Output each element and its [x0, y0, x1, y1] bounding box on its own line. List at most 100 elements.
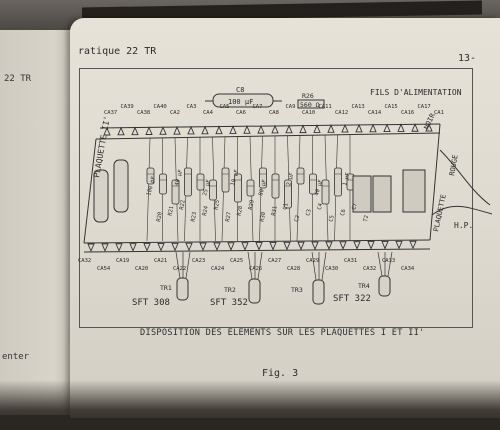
component-body — [209, 179, 217, 201]
component-lead — [259, 136, 263, 242]
transistor-label: TR2 — [224, 286, 236, 294]
terminal-lug-bottom — [101, 243, 109, 253]
top-terminal-label: CA11 — [319, 104, 332, 110]
top-terminal-label: CA12 — [335, 110, 348, 116]
figure-number: Fig. 3 — [262, 368, 299, 379]
top-terminal-label: CA6 — [236, 110, 246, 116]
component-body — [184, 167, 192, 197]
component-body — [196, 173, 205, 191]
terminal-lug-bottom — [241, 242, 249, 251]
component-label: C2 — [294, 215, 301, 223]
component-label: C4 — [317, 202, 324, 210]
bottom-terminal-label: CA29 — [306, 258, 319, 264]
terminal-lug-bottom — [339, 241, 347, 250]
resistor-r26 — [297, 99, 325, 109]
terminal-lug-top — [215, 125, 223, 135]
transformer-t2 — [402, 169, 426, 213]
top-terminal-label: CA2 — [170, 110, 180, 116]
terminal-lug-top — [187, 125, 195, 135]
electrolytic-cap-left-2 — [113, 159, 129, 213]
upper-terminal-strip — [99, 123, 441, 129]
component-body — [259, 167, 267, 189]
bottom-terminal-label: CA30 — [325, 266, 338, 272]
bottom-terminal-label: CA19 — [116, 258, 129, 264]
top-terminal-label: CA5 — [220, 104, 230, 110]
bottom-terminal-label: CA26 — [249, 266, 262, 272]
terminal-lug-top — [313, 124, 321, 133]
transistor-tr4 — [378, 275, 391, 297]
terminal-lug-top — [341, 123, 349, 133]
terminal-lug-bottom — [395, 240, 403, 250]
running-head: ratique 22 TR — [78, 46, 157, 57]
component-value-label: 10 µF — [230, 169, 240, 187]
bottom-terminal-label: CA22 — [173, 266, 186, 272]
lower-terminal-strip — [83, 239, 431, 244]
component-body — [234, 173, 242, 203]
terminal-lug-bottom — [353, 241, 361, 250]
terminal-lug-bottom — [255, 242, 263, 251]
component-value-label: 40 µF — [174, 169, 184, 187]
terminal-lug-bottom — [367, 241, 375, 250]
top-terminal-label: CA16 — [401, 110, 414, 116]
transistor-label: TR3 — [291, 286, 303, 294]
terminal-lug-bottom — [129, 243, 137, 252]
terminal-lug-bottom — [199, 242, 207, 252]
terminal-lug-top — [229, 125, 237, 134]
rouge-label: ROUGE — [448, 154, 460, 176]
left-page: 22 TR enter — [0, 30, 78, 415]
top-terminal-label: CA37 — [104, 110, 117, 116]
bottom-terminal-label: CA23 — [192, 258, 205, 264]
component-body — [271, 173, 280, 199]
terminal-lug-bottom — [213, 242, 221, 252]
top-terminal-label: CA13 — [352, 104, 365, 110]
top-terminal-label: CA7 — [253, 104, 263, 110]
c8-label: C8 — [236, 86, 244, 94]
component-label: R23 — [191, 212, 199, 223]
r26-value: 560 Ω — [300, 101, 320, 109]
terminal-lug-bottom — [171, 242, 179, 252]
terminal-lug-bottom — [87, 243, 95, 253]
transistor-type-label: SFT 352 — [210, 298, 248, 308]
component-label: R24 — [202, 205, 210, 217]
electrolytic-cap-left-1 — [93, 169, 109, 223]
terminal-lug-top — [145, 126, 153, 135]
component-label: R27 — [225, 212, 233, 223]
terminal-lug-top — [117, 126, 125, 136]
component-label: C6 — [340, 209, 347, 217]
component-body — [296, 167, 305, 185]
component-label: C3 — [306, 209, 313, 217]
top-terminal-label: CA17 — [418, 104, 431, 110]
top-terminal-label: CA1 — [434, 110, 444, 116]
transistor-label: TR1 — [160, 284, 172, 292]
terminal-lug-top — [271, 124, 279, 134]
component-value-label: 2 µF — [286, 172, 295, 186]
bottom-terminal-label: CA32 — [78, 258, 91, 264]
terminal-lug-top — [299, 124, 307, 134]
bottom-shadow — [0, 380, 500, 430]
power-wires-label: FILS D'ALIMENTATION — [370, 88, 462, 97]
terminal-lug-top — [369, 123, 377, 133]
component-lead — [146, 137, 151, 242]
component-lead — [296, 135, 301, 242]
component-label: R29 — [248, 200, 256, 211]
top-terminal-label: CA38 — [137, 110, 150, 116]
terminal-lug-bottom — [157, 242, 165, 252]
bottom-terminal-label: CA25 — [230, 258, 243, 264]
transistor-tr1 — [176, 277, 189, 301]
component-body — [284, 179, 292, 209]
bottom-terminal-label: CA21 — [154, 258, 167, 264]
bottom-terminal-label: CA20 — [135, 266, 148, 272]
top-terminal-label: CA9 — [286, 104, 296, 110]
component-label: R22 — [179, 200, 187, 211]
terminal-lug-top — [103, 126, 111, 136]
terminal-lug-bottom — [325, 241, 333, 251]
component-value-label: 1 µF — [342, 172, 351, 186]
left-page-header: 22 TR — [4, 74, 32, 84]
r26-label: R26 — [302, 92, 314, 100]
transistor-tr3 — [312, 279, 325, 305]
component-label: R21 — [168, 206, 176, 217]
terminal-lug-top — [257, 124, 265, 134]
terminal-lug-top — [131, 126, 139, 136]
c8-value: 100 µF — [228, 98, 253, 106]
terminal-lug-top — [383, 123, 391, 133]
